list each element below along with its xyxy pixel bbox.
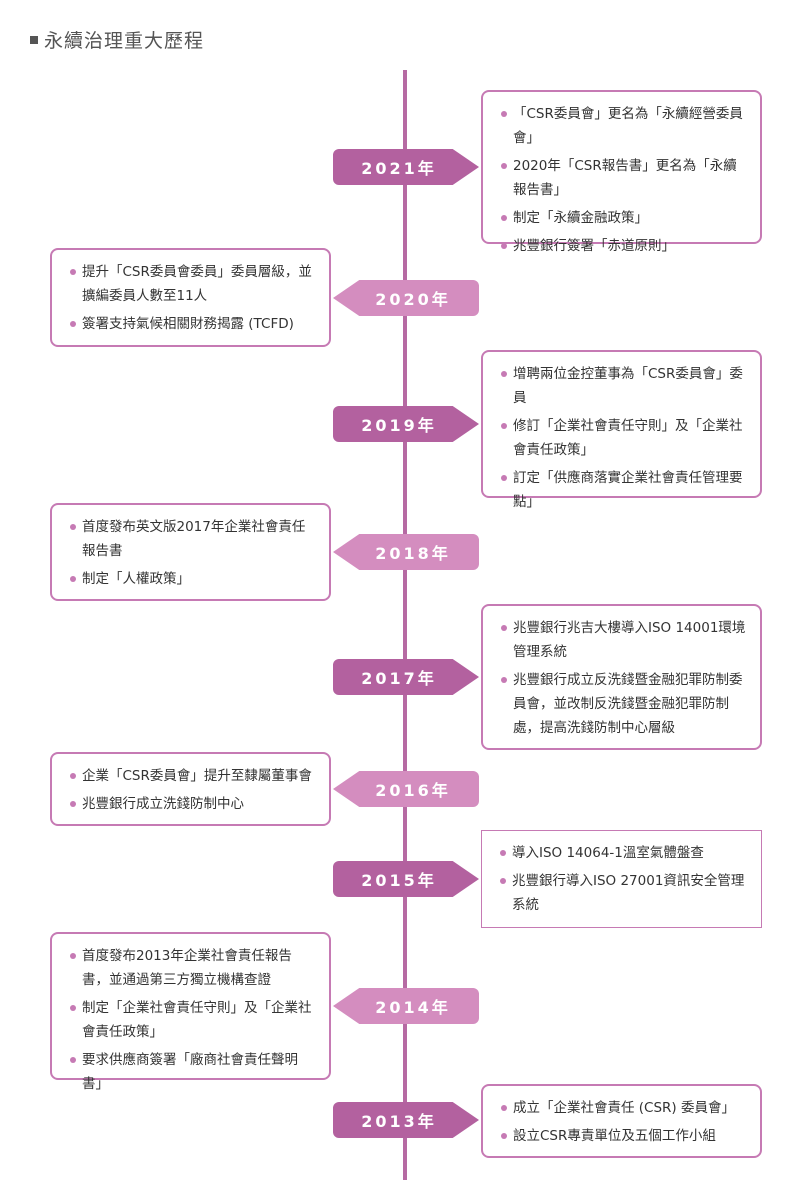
list-item: 兆豐銀行成立反洗錢暨金融犯罪防制委員會，並改制反洗錢暨金融犯罪防制處，提高洗錢防…	[501, 668, 748, 740]
list-item: 設立CSR專責單位及五個工作小組	[501, 1124, 748, 1148]
list-item: 要求供應商簽署「廠商社會責任聲明書」	[70, 1048, 317, 1096]
year-tag-2014: 2014年	[333, 988, 479, 1024]
year-tag-2018: 2018年	[333, 534, 479, 570]
page-title: 永續治理重大歷程	[30, 26, 204, 53]
list-item: 簽署支持氣候相關財務揭露 (TCFD)	[70, 312, 317, 336]
list-item: 導入ISO 14064-1溫室氣體盤查	[500, 841, 749, 865]
entry-2013-box: 成立「企業社會責任 (CSR) 委員會」 設立CSR專責單位及五個工作小組	[481, 1084, 762, 1158]
entry-2016-box: 企業「CSR委員會」提升至隸屬董事會 兆豐銀行成立洗錢防制中心	[50, 752, 331, 826]
list-item: 首度發布2013年企業社會責任報告書，並通過第三方獨立機構查證	[70, 944, 317, 992]
list-item: 2020年「CSR報告書」更名為「永續報告書」	[501, 154, 748, 202]
list-item: 兆豐銀行兆吉大樓導入ISO 14001環境管理系統	[501, 616, 748, 664]
year-tag-2021: 2021年	[333, 149, 479, 185]
list-item: 「CSR委員會」更名為「永續經營委員會」	[501, 102, 748, 150]
year-tag-2017: 2017年	[333, 659, 479, 695]
year-tag-2013: 2013年	[333, 1102, 479, 1138]
list-item: 兆豐銀行簽署「赤道原則」	[501, 234, 748, 258]
list-item: 成立「企業社會責任 (CSR) 委員會」	[501, 1096, 748, 1120]
entry-2018-box: 首度發布英文版2017年企業社會責任報告書 制定「人權政策」	[50, 503, 331, 601]
entry-2019-box: 增聘兩位金控董事為「CSR委員會」委員 修訂「企業社會責任守則」及「企業社會責任…	[481, 350, 762, 510]
list-item: 修訂「企業社會責任守則」及「企業社會責任政策」	[501, 414, 748, 462]
entry-2015-box: 導入ISO 14064-1溫室氣體盤查 兆豐銀行導入ISO 27001資訊安全管…	[481, 830, 762, 928]
list-item: 制定「永續金融政策」	[501, 206, 748, 230]
entry-2020-box: 提升「CSR委員會委員」委員層級，並擴編委員人數至11人 簽署支持氣候相關財務揭…	[50, 248, 331, 347]
page-title-text: 永續治理重大歷程	[44, 30, 205, 52]
list-item: 訂定「供應商落實企業社會責任管理要點」	[501, 466, 748, 514]
list-item: 首度發布英文版2017年企業社會責任報告書	[70, 515, 317, 563]
entry-2021-box: 「CSR委員會」更名為「永續經營委員會」 2020年「CSR報告書」更名為「永續…	[481, 90, 762, 254]
entry-2017-box: 兆豐銀行兆吉大樓導入ISO 14001環境管理系統 兆豐銀行成立反洗錢暨金融犯罪…	[481, 604, 762, 750]
list-item: 企業「CSR委員會」提升至隸屬董事會	[70, 764, 317, 788]
list-item: 制定「人權政策」	[70, 567, 317, 591]
year-tag-2020: 2020年	[333, 280, 479, 316]
entry-2014-box: 首度發布2013年企業社會責任報告書，並通過第三方獨立機構查證 制定「企業社會責…	[50, 932, 331, 1092]
timeline-axis	[403, 70, 407, 1180]
list-item: 兆豐銀行導入ISO 27001資訊安全管理系統	[500, 869, 749, 917]
list-item: 提升「CSR委員會委員」委員層級，並擴編委員人數至11人	[70, 260, 317, 308]
list-item: 兆豐銀行成立洗錢防制中心	[70, 792, 317, 816]
list-item: 增聘兩位金控董事為「CSR委員會」委員	[501, 362, 748, 410]
square-bullet-icon	[30, 35, 38, 44]
year-tag-2015: 2015年	[333, 861, 479, 897]
year-tag-2016: 2016年	[333, 771, 479, 807]
list-item: 制定「企業社會責任守則」及「企業社會責任政策」	[70, 996, 317, 1044]
year-tag-2019: 2019年	[333, 406, 479, 442]
